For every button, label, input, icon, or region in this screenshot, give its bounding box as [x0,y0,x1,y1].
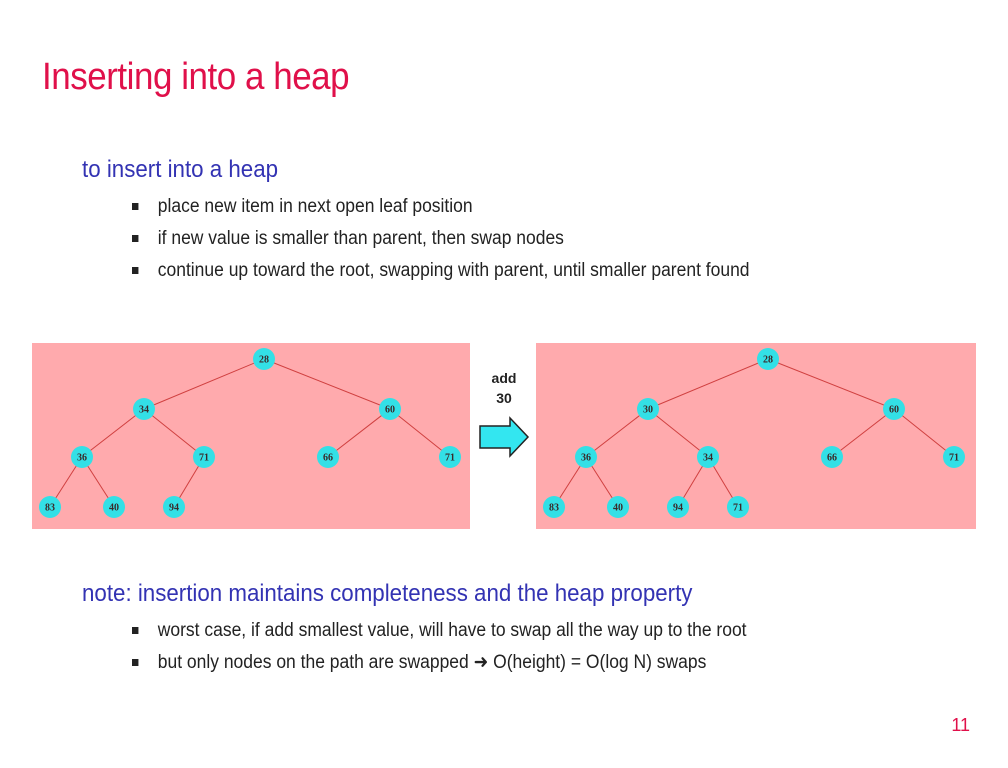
node-value: 71 [733,503,743,514]
node-value: 71 [445,453,455,464]
heap-before-panel: 28 34 60 36 71 66 71 83 40 94 [32,343,470,529]
tree-node: 40 [607,496,629,518]
square-bullet-icon [132,627,139,634]
node-value: 36 [581,453,591,464]
node-circle [163,496,185,518]
node-circle [193,446,215,468]
tree-node: 28 [253,348,275,370]
tree-node: 40 [103,496,125,518]
tree-edge [143,408,205,458]
node-value: 34 [703,453,713,464]
node-value: 60 [385,405,395,416]
tree-edge [389,408,451,458]
node-value: 71 [949,453,959,464]
node-value: 66 [323,453,333,464]
node-circle [575,446,597,468]
section-heading-insert: to insert into a heap [82,156,279,183]
node-circle [607,496,629,518]
node-value: 36 [77,453,87,464]
node-circle [439,446,461,468]
node-circle [821,446,843,468]
tree-node: 36 [71,446,93,468]
heap-after-diagram: 28 30 60 36 34 66 71 83 40 94 71 [543,348,965,518]
node-value: 83 [549,503,559,514]
tree-node: 71 [439,446,461,468]
heap-after-panel: 28 30 60 36 34 66 71 83 40 94 71 [536,343,976,529]
node-value: 71 [199,453,209,464]
node-value: 60 [889,405,899,416]
tree-edge [81,408,145,458]
implies-arrow-icon: ➜ [473,652,489,673]
node-value: 28 [763,355,773,366]
tree-node: 71 [727,496,749,518]
tree-edge [327,408,391,458]
tree-node: 34 [133,398,155,420]
node-circle [317,446,339,468]
page-number: 11 [951,715,970,735]
tree-node: 71 [193,446,215,468]
node-circle [543,496,565,518]
node-circle [253,348,275,370]
tree-node: 83 [543,496,565,518]
node-circle [943,446,965,468]
tree-node: 60 [379,398,401,420]
tree-node: 34 [697,446,719,468]
square-bullet-icon [132,203,139,210]
tree-edge [647,358,769,410]
tree-edge [143,358,265,410]
tree-node: 94 [163,496,185,518]
node-value: 30 [643,405,653,416]
square-bullet-icon [132,235,139,242]
node-value: 66 [827,453,837,464]
tree-node: 83 [39,496,61,518]
node-value: 83 [45,503,55,514]
node-circle [103,496,125,518]
tree-edge [831,408,895,458]
tree-edge [647,408,709,458]
tree-node: 28 [757,348,779,370]
node-circle [71,446,93,468]
node-circle [39,496,61,518]
node-circle [883,398,905,420]
node-circle [133,398,155,420]
right-arrow-icon [479,416,530,458]
tree-edge [767,358,895,410]
tree-edge [585,408,649,458]
node-value: 94 [673,503,683,514]
node-value: 40 [613,503,623,514]
heap-before-diagram: 28 34 60 36 71 66 71 83 40 94 [39,348,461,518]
tree-node: 30 [637,398,659,420]
square-bullet-icon [132,267,139,274]
node-circle [379,398,401,420]
node-circle [637,398,659,420]
tree-edge [263,358,391,410]
node-circle [727,496,749,518]
tree-node: 71 [943,446,965,468]
tree-node: 66 [821,446,843,468]
section-heading-note: note: insertion maintains completeness a… [82,580,693,607]
node-circle [697,446,719,468]
slide-title: Inserting into a heap [42,56,350,98]
tree-node: 94 [667,496,689,518]
tree-node: 36 [575,446,597,468]
tree-node: 60 [883,398,905,420]
node-circle [757,348,779,370]
node-value: 34 [139,405,149,416]
node-value: 28 [259,355,269,366]
node-circle [667,496,689,518]
node-value: 40 [109,503,119,514]
square-bullet-icon [132,659,139,666]
tree-edge [893,408,955,458]
tree-node: 66 [317,446,339,468]
add-label: add 30 [491,370,517,406]
node-value: 94 [169,503,179,514]
